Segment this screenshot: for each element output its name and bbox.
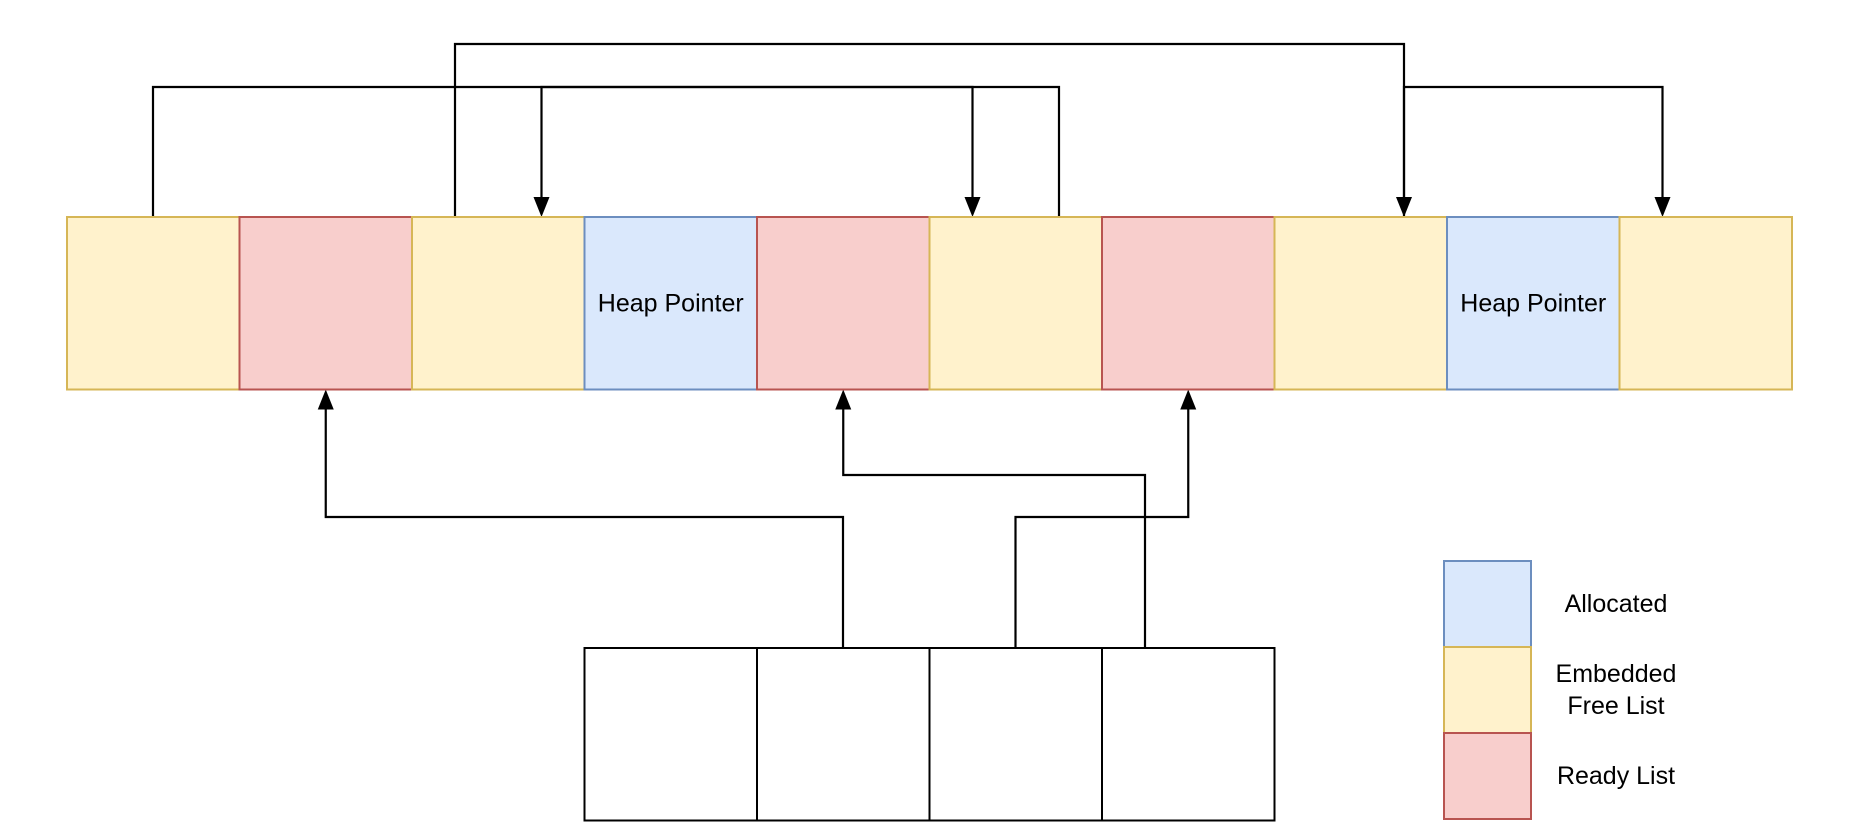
ready-list-link-line	[1014, 409, 1190, 648]
legend-label-line: Embedded	[1556, 660, 1677, 688]
legend-label: Ready List	[1557, 762, 1675, 790]
ready-list-link	[835, 389, 1147, 648]
legend-label-line: Ready List	[1557, 762, 1675, 790]
legend-swatch	[1443, 646, 1532, 734]
heap-block-rect	[1273, 216, 1448, 391]
legend-item-ready: Ready List	[1443, 732, 1675, 820]
arrowhead	[1654, 197, 1671, 217]
connectors	[151, 42, 1671, 648]
ready-list-link	[1014, 389, 1197, 648]
free-list-link-line	[453, 42, 1406, 217]
legend-label-line: Allocated	[1565, 590, 1668, 618]
ready-list-array	[583, 647, 1276, 822]
ready-list-link	[317, 389, 845, 648]
free-list-link-line	[151, 85, 974, 217]
heap-block-rect	[411, 216, 586, 391]
legend-label: Allocated	[1565, 590, 1668, 618]
heap-block-ready	[756, 216, 931, 391]
heap-block-rect	[756, 216, 931, 391]
free-list-link-line	[540, 85, 1061, 217]
ready-list-slot	[756, 647, 931, 822]
heap-block-ready	[1101, 216, 1276, 391]
heap-block-rect	[66, 216, 241, 391]
heap-block-rect	[238, 216, 413, 391]
heap-pointer-label: Heap Pointer	[598, 289, 744, 317]
heap-block-free	[66, 216, 241, 391]
arrowhead	[533, 197, 550, 217]
legend-label-line: Free List	[1567, 692, 1664, 720]
ready-list-slot	[928, 647, 1103, 822]
heap-block-rect	[928, 216, 1103, 391]
heap-block-free	[411, 216, 586, 391]
heap-block-ready	[238, 216, 413, 391]
free-list-link	[1402, 85, 1671, 217]
heap-pointer-label: Heap Pointer	[1460, 289, 1606, 317]
ready-list-link-line	[324, 409, 845, 648]
heap-block-rect	[1618, 216, 1793, 391]
legend-swatch	[1443, 560, 1532, 648]
free-list-link-line	[1402, 85, 1664, 217]
arrowhead	[835, 389, 852, 410]
heap-block-free	[928, 216, 1103, 391]
free-list-link	[533, 85, 1061, 217]
ready-list-slot	[1101, 647, 1276, 822]
arrowhead	[317, 389, 334, 410]
ready-list-slot	[583, 647, 758, 822]
ready-list-link-line	[842, 409, 1147, 648]
free-list-link	[151, 85, 981, 217]
free-list-link	[453, 42, 1412, 217]
heap-block-allocated: Heap Pointer	[1446, 216, 1621, 391]
heap-block-free	[1273, 216, 1448, 391]
heap-block-free	[1618, 216, 1793, 391]
arrowhead	[1180, 389, 1197, 410]
heap-block-rect	[1101, 216, 1276, 391]
legend-swatch	[1443, 732, 1532, 820]
heap-block-allocated: Heap Pointer	[583, 216, 758, 391]
arrowhead	[964, 197, 981, 217]
legend-item-allocated: Allocated	[1443, 560, 1668, 648]
heap-blocks: Heap Pointer Heap Pointer	[66, 216, 1793, 391]
